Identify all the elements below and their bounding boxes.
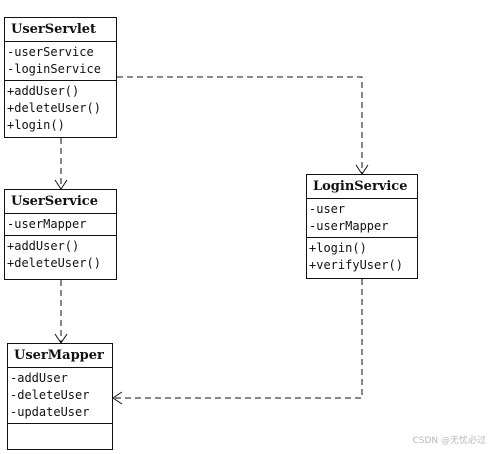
attribute: -userMapper [309,219,389,233]
class-name: LoginService [307,175,417,199]
method: +addUser() [7,84,80,98]
method: +addUser() [7,239,80,253]
methods-section: +login() +verifyUser() [307,238,417,276]
attribute: -deleteUser [10,388,90,402]
attributes-section: -userService -loginService [5,42,116,81]
dependency-servlet-to-login-line [117,76,363,173]
methods-section: +addUser() +deleteUser() +login() [5,81,116,136]
watermark: CSDN @无忧必过 [412,436,486,446]
attribute: -loginService [7,62,101,76]
method: +deleteUser() [7,101,101,115]
class-user-mapper[interactable]: UserMapper -addUser -deleteUser -updateU… [7,343,113,450]
attributes-section: -userMapper [5,214,116,236]
attribute: -updateUser [10,405,90,419]
attributes-section: -user -userMapper [307,199,417,238]
methods-section-empty [8,424,112,447]
method: +deleteUser() [7,256,101,270]
method: +login() [309,241,367,255]
dependency-login-to-mapper-line [114,279,363,399]
class-login-service[interactable]: LoginService -user -userMapper +login() … [306,174,418,279]
attribute: -userMapper [7,217,87,231]
attribute: -user [309,202,346,216]
method: +login() [7,118,65,132]
class-name: UserService [5,190,116,214]
attribute: -addUser [10,371,68,385]
attribute: -userService [7,45,94,59]
attributes-section: -addUser -deleteUser -updateUser [8,368,112,424]
class-name: UserMapper [8,344,112,368]
methods-section: +addUser() +deleteUser() [5,236,116,274]
class-user-service[interactable]: UserService -userMapper +addUser() +dele… [4,189,117,280]
dependency-login-to-mapper-arrowhead [112,391,123,405]
class-name: UserServlet [5,18,116,42]
method: +verifyUser() [309,258,403,272]
class-user-servlet[interactable]: UserServlet -userService -loginService +… [4,17,117,138]
